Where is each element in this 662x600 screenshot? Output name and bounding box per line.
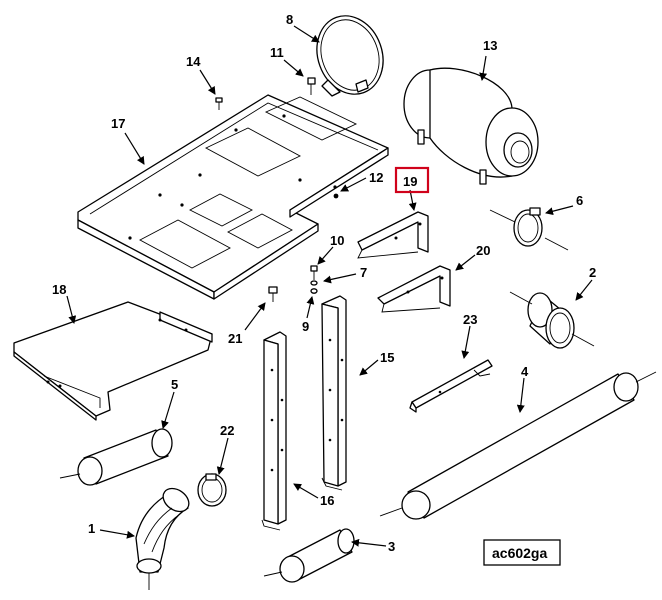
part-21-screw [268, 286, 278, 302]
part-7-washer [310, 280, 318, 286]
part-19-bracket [357, 211, 429, 259]
part-20-bracket [377, 265, 451, 313]
part-13-air-cleaner [403, 67, 539, 185]
part-4-long-tube [379, 371, 657, 520]
leader-lines [66, 25, 593, 547]
part-9-nut [310, 288, 318, 294]
part-22-hose-clamp [197, 473, 227, 507]
part-10-bolt [310, 265, 318, 280]
part-18-floor-plate [13, 301, 213, 421]
callout-11[interactable]: 11 [270, 45, 284, 60]
callout-6[interactable]: 6 [576, 193, 583, 208]
callout-21[interactable]: 21 [228, 331, 242, 346]
callout-19-highlight[interactable]: 19 [394, 166, 430, 194]
callout-5[interactable]: 5 [171, 377, 178, 392]
part-15-channel [321, 295, 347, 491]
callout-14[interactable]: 14 [186, 54, 201, 69]
callout-1[interactable]: 1 [88, 521, 95, 536]
part-5-tube [59, 428, 173, 486]
callout-7[interactable]: 7 [360, 265, 367, 280]
part-12-nut [333, 193, 339, 199]
callout-16[interactable]: 16 [320, 493, 334, 508]
callout-22[interactable]: 22 [220, 423, 234, 438]
part-14-screw [215, 97, 223, 110]
callout-2[interactable]: 2 [589, 265, 596, 280]
part-6-hose-clamp [489, 207, 569, 251]
part-17-base-plate [77, 94, 389, 300]
callout-3[interactable]: 3 [388, 539, 395, 554]
drawing-code-label: ac602ga [483, 539, 561, 566]
drawing-code-text: ac602ga [492, 545, 547, 561]
callout-17[interactable]: 17 [111, 116, 125, 131]
callout-8[interactable]: 8 [286, 12, 293, 27]
part-11-bolt [307, 77, 316, 95]
callout-12[interactable]: 12 [369, 170, 383, 185]
part-1-elbow [135, 487, 190, 590]
callout-18[interactable]: 18 [52, 282, 66, 297]
part-23-rail [409, 359, 493, 413]
part-8-clamp-ring [316, 15, 384, 97]
callout-13[interactable]: 13 [483, 38, 497, 53]
callout-4[interactable]: 4 [521, 364, 529, 379]
callout-20[interactable]: 20 [476, 243, 490, 258]
highlight-box [394, 166, 430, 194]
callout-19[interactable]: 19 [403, 174, 417, 189]
part-3-short-tube [263, 528, 355, 583]
callout-23[interactable]: 23 [463, 312, 477, 327]
callout-15[interactable]: 15 [380, 350, 394, 365]
part-16-channel [261, 331, 287, 531]
part-2-coupling [509, 291, 595, 349]
callout-10[interactable]: 10 [330, 233, 344, 248]
callout-9[interactable]: 9 [302, 319, 309, 334]
callout-labels: 8 11 14 17 13 12 6 10 20 7 2 18 9 21 23 … [52, 12, 596, 554]
